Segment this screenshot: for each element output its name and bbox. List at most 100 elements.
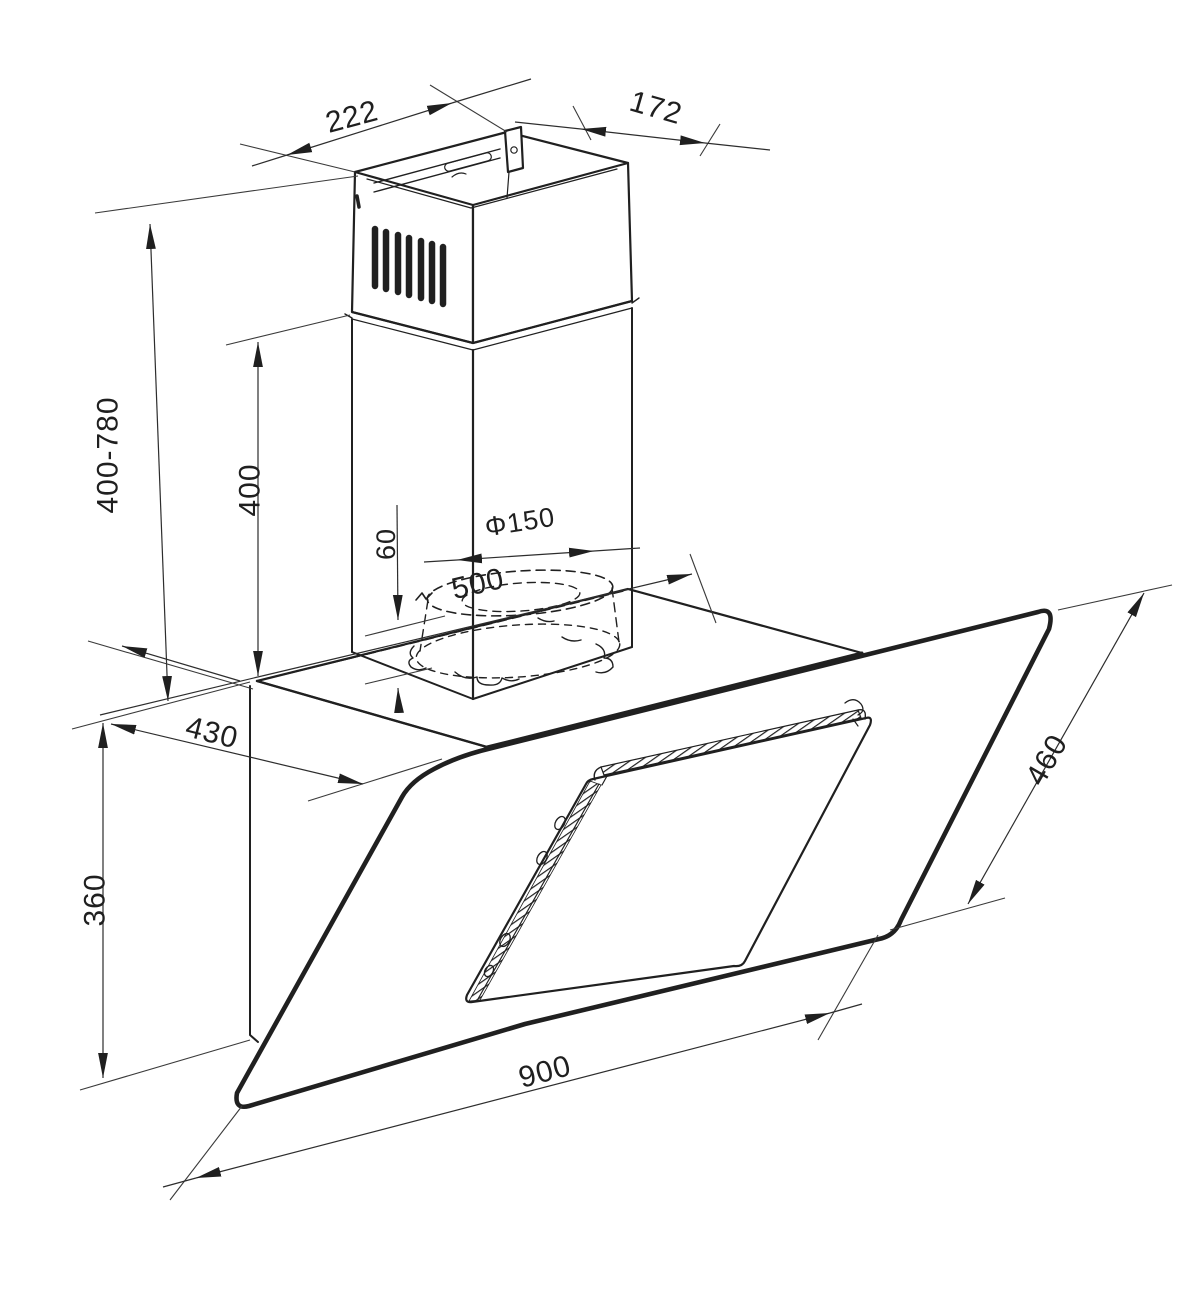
dim-lower-chimney-height-400: 400 — [225, 314, 351, 676]
dimension-line — [967, 592, 1145, 905]
chimney-top-inner-rim — [366, 168, 618, 209]
chimney-upper-right-face — [471, 161, 634, 345]
dimension-line — [392, 504, 403, 621]
extension-line — [169, 1105, 243, 1201]
dim-chimney-width-222: 222 — [239, 78, 532, 173]
extension-line — [94, 175, 359, 214]
hood-top-back-edge-hidden — [351, 589, 629, 659]
spring-clip — [499, 932, 511, 948]
dimension-line — [261, 573, 693, 677]
dim-label-chimney-depth: 172 — [626, 85, 686, 131]
collar-mark-3 — [415, 592, 433, 601]
joint-edge — [351, 300, 633, 344]
dimension-line — [146, 223, 172, 702]
collar-crimp-left — [408, 645, 427, 671]
extension-line — [71, 681, 251, 730]
dimension-overshoot — [99, 675, 263, 716]
collar-right-side — [611, 587, 620, 643]
spring-clip — [536, 850, 548, 866]
handle-right-curl — [857, 709, 867, 720]
leader-arrow — [121, 645, 241, 682]
dim-label-hood-width: 900 — [515, 1049, 575, 1095]
collar-mark-1 — [537, 617, 555, 623]
extension-line — [364, 667, 433, 685]
dimension-overshoot — [451, 78, 532, 104]
dimension-overshoot — [704, 142, 771, 151]
hood-top-right-edge — [627, 588, 863, 654]
extension-line — [364, 615, 446, 637]
dimension-overshoot — [251, 154, 288, 167]
hood-top-face — [255, 587, 864, 749]
dim-label-body-depth: 430 — [182, 711, 241, 756]
dimension-line — [580, 126, 706, 146]
dim-label-chimney-height-range: 400-780 — [92, 396, 125, 513]
corner-tick — [355, 194, 361, 209]
chimney-upper-section — [350, 125, 634, 345]
chimney-lower-bottom-left — [351, 651, 474, 700]
vent-grille — [371, 225, 447, 308]
joint-step-right — [631, 297, 640, 304]
chimney-lower-section — [351, 307, 633, 701]
dimension-line — [394, 687, 404, 714]
collar-inner-opening — [461, 581, 581, 613]
dim-chimney-depth-172: 172 — [514, 85, 771, 157]
handle-bar — [593, 699, 867, 786]
dim-label-back-height: 360 — [79, 873, 112, 926]
dim-body-depth-430: 430 — [110, 711, 443, 802]
dimension-overshoot — [423, 559, 458, 563]
dim-label-glass-height: 460 — [1019, 729, 1074, 791]
dim-label-chimney-width: 222 — [322, 94, 382, 140]
dimension-line — [456, 547, 595, 564]
spring-clip — [483, 964, 495, 978]
collar-mark-2 — [561, 636, 582, 642]
hood-body — [255, 587, 864, 749]
dim-label-collar-height: 60 — [371, 528, 401, 560]
spring-clip — [554, 815, 566, 831]
dim-collar-height-60: 60 — [364, 504, 446, 714]
hood-top-back-edge — [256, 657, 353, 682]
dimension-overshoot — [829, 1003, 863, 1014]
bracket-tab — [503, 125, 525, 174]
collar-crimp-right — [595, 643, 614, 674]
handle-right-tab — [852, 718, 859, 727]
dim-label-duct-diameter: Φ150 — [483, 502, 557, 543]
hood-top-left-edge — [255, 679, 489, 749]
joint-inner-edge — [351, 307, 633, 351]
joint-step-left — [344, 313, 353, 319]
dimension-line — [195, 1012, 831, 1179]
dimension-overshoot — [162, 1177, 197, 1188]
handle-left-tab — [601, 775, 608, 786]
dimension-overshoot — [593, 547, 641, 552]
extension-line — [79, 1039, 251, 1091]
handle-end-hook — [844, 699, 864, 716]
collar-left-side — [419, 599, 429, 652]
extension-line — [572, 105, 592, 141]
chimney-top-back-right-edge — [505, 130, 630, 165]
extension-line — [239, 143, 356, 173]
dimension-line — [286, 102, 453, 156]
inner-panel-edge-line — [477, 783, 600, 1000]
bracket-tab-hole — [510, 146, 518, 154]
handle-band — [600, 709, 862, 776]
chimney-top-back-left-edge — [353, 130, 509, 174]
dim-back-height-360: 360 — [71, 681, 251, 1091]
bracket-hook — [451, 172, 467, 178]
extension-line — [429, 84, 508, 133]
dim-hood-width-900: 900 — [162, 934, 879, 1201]
dim-chimney-height-range-400-780: 400-780 — [92, 175, 359, 702]
chimney-joint — [344, 297, 640, 351]
dimension-overshoot — [514, 121, 582, 130]
extension-line — [1057, 584, 1173, 611]
collar-crimp-bottom — [454, 671, 520, 686]
inner-panel-edge-band — [468, 780, 602, 1002]
extension-line — [225, 314, 351, 346]
chimney-lower-bottom-right — [472, 646, 633, 700]
bracket-slot — [444, 152, 492, 172]
extension-line — [699, 123, 721, 157]
wall-mounting-bracket — [373, 125, 525, 199]
dim-label-top-depth: 500 — [448, 562, 507, 606]
inner-panel-outline — [465, 716, 872, 1004]
dim-duct-diameter-150: Φ150 — [423, 502, 641, 564]
